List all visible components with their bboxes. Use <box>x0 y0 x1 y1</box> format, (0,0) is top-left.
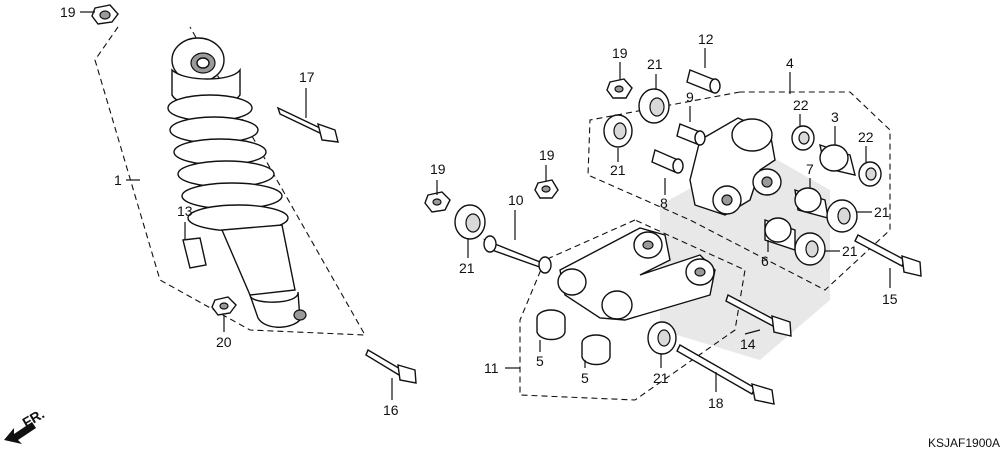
collar-10 <box>483 235 552 274</box>
nut-20 <box>211 296 237 316</box>
washer-21-mid <box>603 114 633 148</box>
callout-14: 14 <box>740 336 756 352</box>
callout-labels: 19 1 13 20 16 17 19 21 10 19 19 21 21 12… <box>60 4 898 418</box>
callout-4: 4 <box>786 55 794 71</box>
callout-21: 21 <box>459 260 475 276</box>
callout-21: 21 <box>610 162 626 178</box>
callout-16: 16 <box>383 402 399 418</box>
callout-5: 5 <box>581 370 589 386</box>
callout-13: 13 <box>177 203 193 219</box>
bolt-16 <box>365 348 417 384</box>
shock-absorber <box>167 37 307 328</box>
front-arrow-icon <box>4 422 36 444</box>
callout-21: 21 <box>647 56 663 72</box>
callout-22: 22 <box>793 97 809 113</box>
callout-5: 5 <box>536 353 544 369</box>
callout-15: 15 <box>882 291 898 307</box>
bolt-15 <box>854 234 922 277</box>
callout-3: 3 <box>831 109 839 125</box>
callout-19: 19 <box>430 161 446 177</box>
callout-19: 19 <box>612 45 628 61</box>
callout-10: 10 <box>508 192 524 208</box>
callout-21: 21 <box>842 243 858 259</box>
callout-22: 22 <box>858 129 874 145</box>
front-label: FR. <box>20 405 48 430</box>
callout-1: 1 <box>114 172 122 188</box>
bushing-3 <box>819 143 856 176</box>
callout-7: 7 <box>806 161 814 177</box>
washer-21-top <box>638 88 670 124</box>
nut-19-top <box>91 4 119 25</box>
bolt-14 <box>725 293 792 337</box>
callout-20: 20 <box>216 334 232 350</box>
nut-19-right <box>606 78 633 99</box>
washer-21-lower <box>647 321 677 355</box>
bolt-17 <box>276 106 339 143</box>
callout-6: 6 <box>761 253 769 269</box>
connecting-rod <box>689 117 782 216</box>
collar-12 <box>686 69 721 94</box>
callout-21: 21 <box>653 370 669 386</box>
bushing-5-upper <box>536 309 566 341</box>
washer-21-right-upper <box>826 199 858 233</box>
spring-coils <box>167 94 289 232</box>
callout-19: 19 <box>539 147 555 163</box>
leader-lines <box>80 11 891 400</box>
seal-22-left <box>791 125 815 151</box>
nut-19-mid <box>534 179 559 199</box>
callout-19: 19 <box>60 4 76 20</box>
callout-12: 12 <box>698 31 714 47</box>
bushing-5-lower <box>581 334 611 366</box>
collar-9 <box>676 123 706 146</box>
callout-9: 9 <box>686 89 694 105</box>
nut-19-mid-left <box>424 191 451 213</box>
callout-18: 18 <box>708 395 724 411</box>
callout-17: 17 <box>299 69 315 85</box>
callout-8: 8 <box>660 195 668 211</box>
washer-21-left <box>454 204 486 240</box>
seal-22-right <box>858 161 882 187</box>
washer-21-right-lower <box>794 232 826 266</box>
group-outlines <box>94 26 891 401</box>
cushion-arm <box>557 227 716 321</box>
diagram-code: KSJAF1900A <box>928 436 1000 450</box>
bolt-18 <box>676 344 775 405</box>
bushing-7 <box>794 187 829 219</box>
callout-21: 21 <box>874 204 890 220</box>
collar-8 <box>651 149 684 174</box>
callout-11: 11 <box>484 360 499 376</box>
